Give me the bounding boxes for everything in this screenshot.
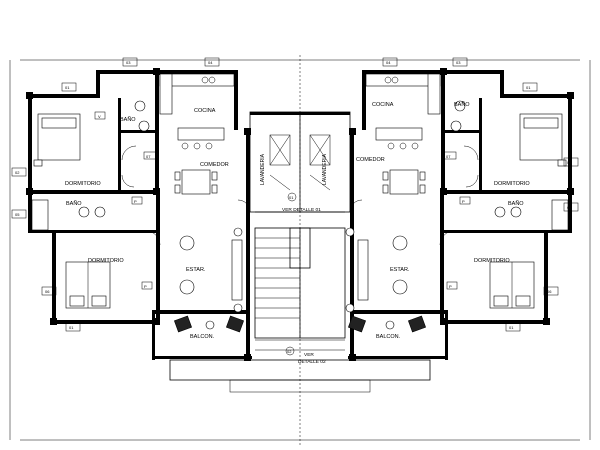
marker-left-05: 05 xyxy=(15,212,20,217)
label-comedor-left: COMEDOR xyxy=(200,162,229,168)
note-detalle-02: DETALLE 02 xyxy=(298,359,326,365)
label-dormitorio-top-right: DORMITORIO xyxy=(494,181,530,187)
marker-right-01: 01 xyxy=(526,85,531,90)
marker-p-left: P xyxy=(134,199,137,204)
left-furniture xyxy=(31,73,245,333)
marker-p-mid-right: P xyxy=(449,284,452,289)
marker-left-01: 01 xyxy=(65,85,70,90)
marker-top-right-b: 04 xyxy=(386,60,391,65)
marker-center-01: 01 xyxy=(289,195,294,200)
marker-left-02: 02 xyxy=(15,170,20,175)
marker-top-right-a: 03 xyxy=(456,60,461,65)
label-cocina-right: COCINA xyxy=(372,102,394,108)
label-balcon-right: BALCON. xyxy=(376,334,401,340)
left-unit-walls xyxy=(28,70,252,360)
section-markers: 03 04 04 03 01 01 02 02 05 05 06 06 01 0… xyxy=(11,57,579,356)
label-bano-mid-right: BAÑO xyxy=(508,200,524,207)
marker-p-mid-left: P xyxy=(144,284,147,289)
label-balcon-left: BALCON. xyxy=(190,334,215,340)
label-bano-top-right: BAÑO xyxy=(454,101,470,108)
marker-right-06: 06 xyxy=(547,289,552,294)
label-bano-top-left: BAÑO xyxy=(120,116,136,123)
note-ver-detalle-01: VER DETALLE 01 xyxy=(282,207,321,213)
label-bano-mid-left: BAÑO xyxy=(66,200,82,207)
label-lavanderia-left: LAVANDERIA xyxy=(260,153,266,185)
label-estar-left: ESTAR. xyxy=(186,267,206,273)
note-ver: VER xyxy=(304,352,314,358)
marker-07-left: 07 xyxy=(146,154,151,159)
marker-right-02: 02 xyxy=(567,160,572,165)
marker-07-right: 07 xyxy=(446,154,451,159)
marker-p-right: P xyxy=(462,199,465,204)
door-swings xyxy=(121,145,479,246)
label-dormitorio-bottom-right: DORMITORIO xyxy=(474,258,510,264)
marker-right-01b: 01 xyxy=(509,325,514,330)
label-cocina-left: COCINA xyxy=(194,108,216,114)
stairs xyxy=(169,227,431,393)
marker-top-left-b: 04 xyxy=(208,60,213,65)
label-comedor-right: COMEDOR xyxy=(356,157,385,163)
marker-left-06: 06 xyxy=(45,289,50,294)
central-core xyxy=(249,111,351,213)
label-estar-right: ESTAR. xyxy=(390,267,410,273)
columns xyxy=(26,68,574,361)
marker-center-02: 02 xyxy=(287,349,292,354)
marker-top-left-a: 03 xyxy=(126,60,131,65)
marker-left-01b: 01 xyxy=(69,325,74,330)
label-dormitorio-top-left: DORMITORIO xyxy=(65,181,101,187)
label-dormitorio-bottom-left: DORMITORIO xyxy=(88,258,124,264)
right-unit-walls xyxy=(348,70,572,360)
label-lavanderia-right: LAVANDERIA xyxy=(322,153,328,185)
right-furniture xyxy=(345,73,569,333)
marker-right-05: 05 xyxy=(567,205,572,210)
marker-v-left: V xyxy=(98,114,101,119)
